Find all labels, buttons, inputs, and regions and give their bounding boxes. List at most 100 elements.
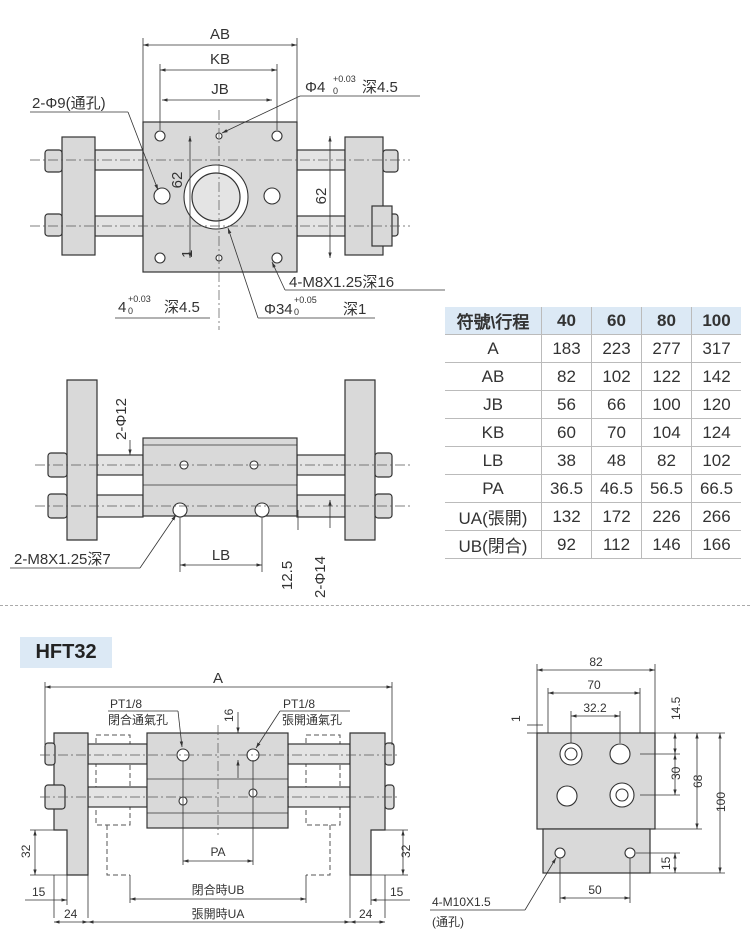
dim-12-5-label: 12.5	[279, 561, 296, 590]
table-value-cell: 60	[541, 418, 592, 447]
table-value-cell: 46.5	[591, 474, 642, 503]
tolerance-lower: 0	[128, 306, 133, 316]
pin-hole-bottom-label: 4	[118, 299, 126, 316]
dim-kb-label: KB	[210, 51, 230, 68]
dim-lb-label: LB	[212, 547, 230, 564]
left-jaw	[61, 136, 96, 256]
table-value-cell: 120	[691, 390, 741, 419]
table-symbol-cell: PA	[445, 474, 542, 503]
dim-62-right: 62	[313, 188, 330, 205]
table-value-cell: 56.5	[641, 474, 692, 503]
bore-depth: 深1	[343, 301, 366, 318]
table-value-cell: 38	[541, 446, 592, 475]
side-view: 2-Φ12 2-M8X1.25深7 LB 12.5 2-Φ14	[10, 379, 410, 598]
table-value-cell: 48	[591, 446, 642, 475]
table-value-cell: 132	[541, 502, 592, 531]
pin-hole-top-main: Φ4	[305, 79, 325, 96]
dim-jb-label: JB	[211, 81, 229, 98]
dim-15-left: 15	[32, 885, 46, 899]
table-value-cell: 36.5	[541, 474, 592, 503]
table-symbol-cell: A	[445, 334, 542, 363]
table-value-cell: 70	[591, 418, 642, 447]
table-header-cell: 60	[591, 307, 642, 335]
tolerance-upper: +0.05	[294, 295, 317, 305]
tolerance-upper: +0.03	[128, 294, 151, 304]
dim-16-label: 16	[222, 708, 236, 722]
dim-32-left: 32	[19, 844, 33, 858]
body-end	[536, 732, 656, 830]
table-value-cell: 66.5	[691, 474, 741, 503]
table-value-cell: 226	[641, 502, 692, 531]
rod-dia-14-label: 2-Φ14	[312, 556, 329, 598]
table-header-cell: 100	[691, 307, 741, 335]
top-view: AB KB JB 2-Φ9(通孔) Φ4 +0.03 0 深4.5 62 62 …	[30, 26, 445, 330]
dim-70: 70	[587, 678, 601, 692]
table-value-cell: 82	[641, 446, 692, 475]
tolerance-lower: 0	[294, 307, 299, 317]
table-value-cell: 172	[591, 502, 642, 531]
table-symbol-cell: LB	[445, 446, 542, 475]
table-value-cell: 277	[641, 334, 692, 363]
dim-68: 68	[691, 774, 705, 788]
tap-holes-label: 4-M8X1.25深16	[289, 274, 394, 291]
cylinder-body	[146, 732, 289, 829]
model-badge: HFT32	[20, 637, 112, 668]
dim-32-right: 32	[399, 844, 413, 858]
table-symbol-cell: UB(閉合)	[445, 530, 542, 559]
dim-82: 82	[589, 655, 603, 669]
table-value-cell: 66	[591, 390, 642, 419]
section-divider	[0, 605, 750, 606]
dim-32-2: 32.2	[583, 701, 607, 715]
table-value-cell: 82	[541, 362, 592, 391]
table-value-cell: 166	[691, 530, 741, 559]
dim-pa-label: PA	[210, 845, 225, 859]
nut	[44, 149, 63, 173]
port-left-size: PT1/8	[110, 697, 142, 711]
table-value-cell: 102	[591, 362, 642, 391]
dim-ab-label: AB	[210, 26, 230, 43]
side-tap-holes-label: 2-M8X1.25深7	[14, 551, 111, 568]
dim-ua-label: 張開時UA	[192, 907, 245, 921]
pin-hole-bottom-depth: 深4.5	[164, 299, 200, 316]
cylinder-body	[142, 437, 298, 517]
table-symbol-cell: UA(張開)	[445, 502, 542, 531]
dim-24-right: 24	[359, 907, 373, 921]
bore-label: Φ34	[264, 301, 293, 318]
port-left-label: 閉合通氣孔	[108, 712, 168, 727]
table-value-cell: 122	[641, 362, 692, 391]
right-jaw	[344, 379, 376, 541]
table-symbol-cell: AB	[445, 362, 542, 391]
table-value-cell: 102	[691, 446, 741, 475]
dim-ub-label: 閉合時UB	[192, 882, 245, 897]
dim-1-end: 1	[509, 715, 523, 722]
table-value-cell: 317	[691, 334, 741, 363]
table-value-cell: 142	[691, 362, 741, 391]
dim-62-left: 62	[169, 172, 186, 189]
front-view: A PT1/8 閉合通氣孔 PT1/8 張開通氣孔 16 PA 32 32 15…	[19, 670, 413, 924]
dim-30: 30	[669, 766, 683, 780]
dim-15-end: 15	[659, 856, 673, 870]
dim-15-right: 15	[390, 885, 404, 899]
end-through-label: (通孔)	[432, 915, 464, 929]
dim-50: 50	[588, 883, 602, 897]
dim-a-label: A	[213, 670, 223, 687]
port-right-size: PT1/8	[283, 697, 315, 711]
dim-24-left: 24	[64, 907, 78, 921]
end-tap-holes-label: 4-M10X1.5	[432, 895, 491, 909]
through-hole-label: 2-Φ9(通孔)	[32, 95, 106, 112]
table-value-cell: 266	[691, 502, 741, 531]
table-value-cell: 56	[541, 390, 592, 419]
nut	[44, 213, 63, 237]
